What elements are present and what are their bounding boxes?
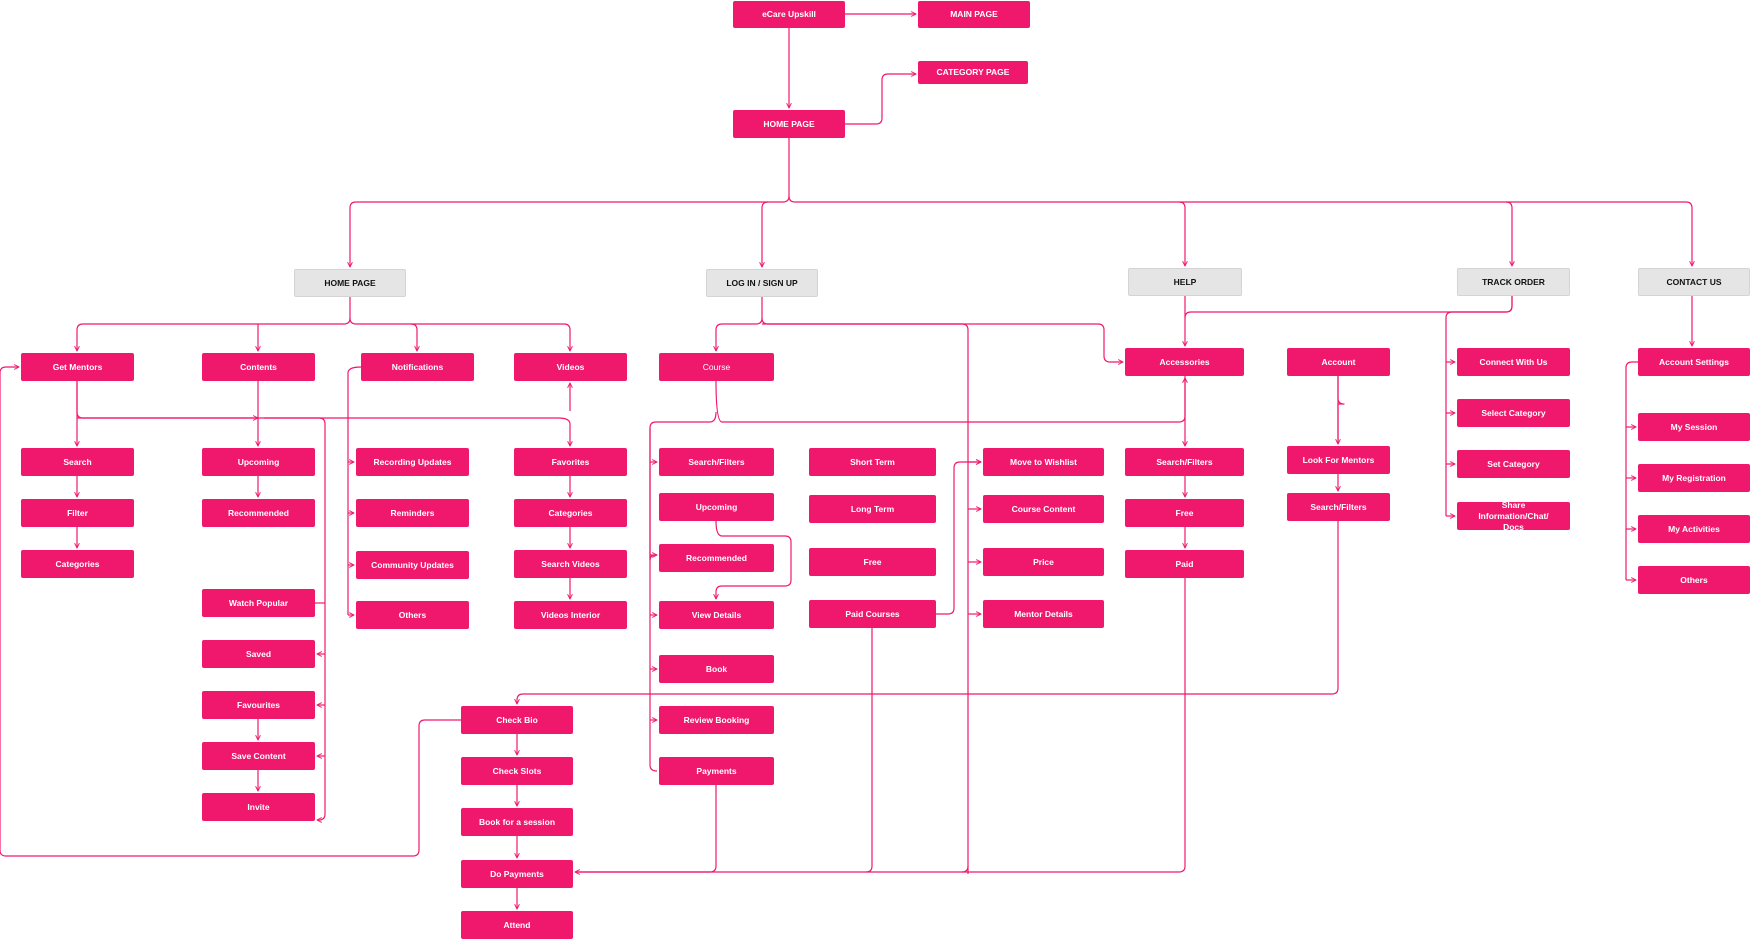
node-free-course: Free <box>809 548 936 576</box>
node-price: Price <box>983 548 1104 576</box>
node-filter: Filter <box>21 499 134 527</box>
node-select-category: Select Category <box>1457 399 1570 427</box>
node-search-filters-course: Search/Filters <box>659 448 774 476</box>
node-review-booking: Review Booking <box>659 706 774 734</box>
node-attend: Attend <box>461 911 573 939</box>
section-login-signup: LOG IN / SIGN UP <box>706 269 818 297</box>
node-my-session: My Session <box>1638 413 1750 441</box>
node-contents: Contents <box>202 353 315 381</box>
node-account: Account <box>1287 348 1390 376</box>
node-do-payments: Do Payments <box>461 860 573 888</box>
node-get-mentors: Get Mentors <box>21 353 134 381</box>
section-home-page: HOME PAGE <box>294 269 406 297</box>
node-search-filters-accessories: Search/Filters <box>1125 448 1244 476</box>
node-my-registration: My Registration <box>1638 464 1750 492</box>
node-favorites-videos: Favorites <box>514 448 627 476</box>
node-categories-mentors: Categories <box>21 550 134 578</box>
node-upcoming-contents: Upcoming <box>202 448 315 476</box>
node-search-videos: Search Videos <box>514 550 627 578</box>
node-videos-interior: Videos Interior <box>514 601 627 629</box>
node-move-to-wishlist: Move to Wishlist <box>983 448 1104 476</box>
node-check-slots: Check Slots <box>461 757 573 785</box>
node-save-content: Save Content <box>202 742 315 770</box>
node-saved: Saved <box>202 640 315 668</box>
node-search-filters-account: Search/Filters <box>1287 493 1390 521</box>
node-book: Book <box>659 655 774 683</box>
node-share-information: Share Information/Chat/ Docs <box>1457 500 1570 532</box>
section-track-order: TRACK ORDER <box>1457 268 1570 296</box>
node-check-bio: Check Bio <box>461 706 573 734</box>
node-free-accessories: Free <box>1125 499 1244 527</box>
node-community-updates: Community Updates <box>356 551 469 579</box>
node-recommended-course: Recommended <box>659 544 774 572</box>
node-recommended-contents: Recommended <box>202 499 315 527</box>
node-notifications: Notifications <box>361 353 474 381</box>
node-others-notifications: Others <box>356 601 469 629</box>
node-reminders: Reminders <box>356 499 469 527</box>
node-book-session: Book for a session <box>461 808 573 836</box>
node-videos: Videos <box>514 353 627 381</box>
node-categories-videos: Categories <box>514 499 627 527</box>
node-look-for-mentors: Look For Mentors <box>1287 446 1390 474</box>
node-main-page: MAIN PAGE <box>918 1 1030 28</box>
node-short-term: Short Term <box>809 448 936 476</box>
node-ecare-upskill: eCare Upskill <box>733 1 845 28</box>
node-category-page: CATEGORY PAGE <box>918 61 1028 84</box>
node-accessories: Accessories <box>1125 348 1244 376</box>
node-set-category: Set Category <box>1457 450 1570 478</box>
node-payments: Payments <box>659 757 774 785</box>
node-long-term: Long Term <box>809 495 936 523</box>
node-mentor-details: Mentor Details <box>983 600 1104 628</box>
node-search: Search <box>21 448 134 476</box>
node-connect-with-us: Connect With Us <box>1457 348 1570 376</box>
node-course: Course <box>659 353 774 381</box>
node-account-settings: Account Settings <box>1638 348 1750 376</box>
node-watch-popular: Watch Popular <box>202 589 315 617</box>
node-home-page-root: HOME PAGE <box>733 110 845 138</box>
node-course-content: Course Content <box>983 495 1104 523</box>
node-upcoming-course: Upcoming <box>659 493 774 521</box>
node-my-activities: My Activities <box>1638 515 1750 543</box>
section-help: HELP <box>1128 268 1242 296</box>
node-favourites: Favourites <box>202 691 315 719</box>
node-invite: Invite <box>202 793 315 821</box>
node-paid-courses: Paid Courses <box>809 600 936 628</box>
node-recording-updates: Recording Updates <box>356 448 469 476</box>
node-paid-accessories: Paid <box>1125 550 1244 578</box>
node-others-contact: Others <box>1638 566 1750 594</box>
node-view-details: View Details <box>659 601 774 629</box>
section-contact-us: CONTACT US <box>1638 268 1750 296</box>
